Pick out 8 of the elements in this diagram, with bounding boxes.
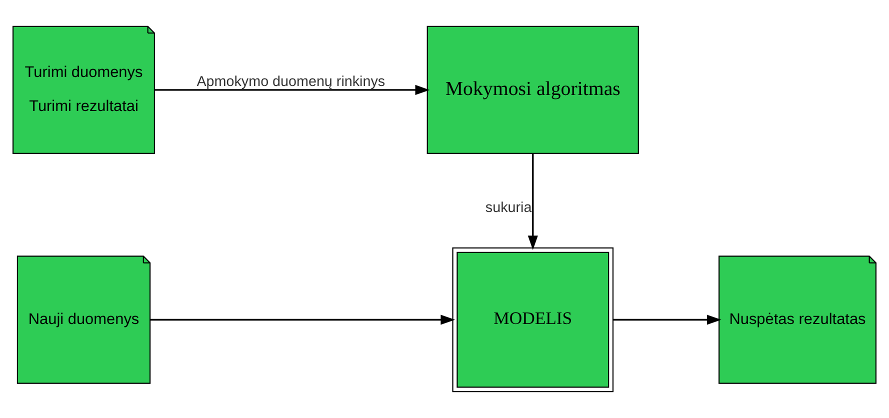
arrow bbox=[613, 314, 722, 325]
node-box: MODELIS bbox=[452, 247, 614, 392]
edge-label: sukuria bbox=[485, 200, 532, 216]
edge-label: Apmokymo duomenų rinkinys bbox=[196, 74, 386, 90]
node-box: Mokymosi algoritmas bbox=[426, 26, 639, 154]
arrow bbox=[154, 84, 430, 95]
arrow bbox=[150, 314, 456, 325]
arrow bbox=[528, 154, 538, 250]
